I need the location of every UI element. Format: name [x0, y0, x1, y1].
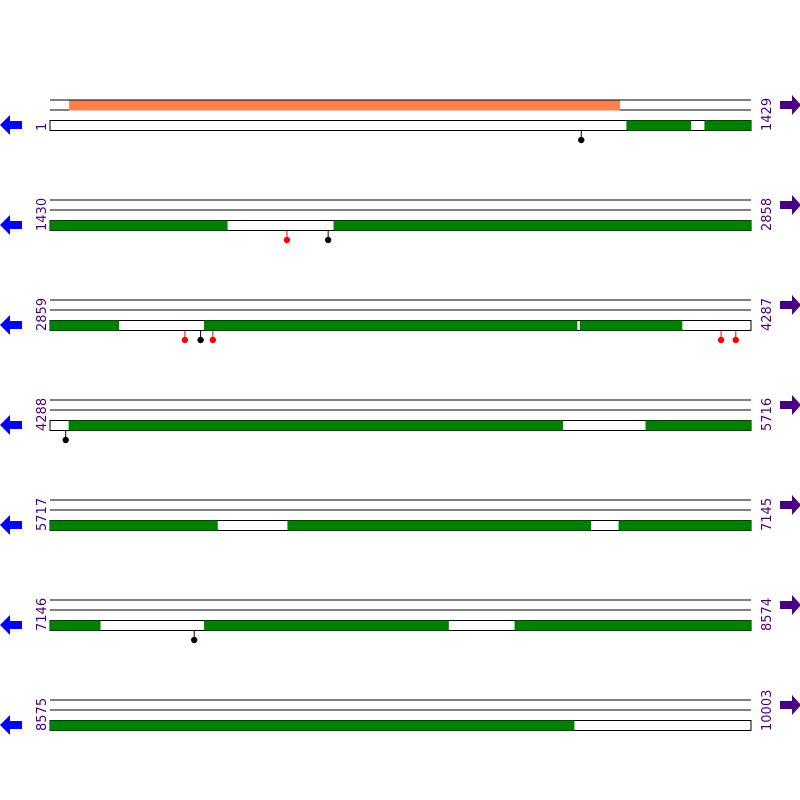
site-marker[interactable]	[324, 236, 332, 244]
arrow-right-icon[interactable]	[780, 95, 800, 115]
domain-bar	[333, 220, 751, 231]
sequence-row: 5717 7145	[0, 495, 800, 535]
arrow-left-icon[interactable]	[0, 215, 22, 235]
domain-bar	[579, 320, 683, 331]
domain-bar	[704, 120, 751, 131]
arrow-left-icon[interactable]	[0, 115, 22, 135]
end-position-label: 5716	[760, 398, 775, 431]
arrow-left-icon[interactable]	[0, 515, 22, 535]
start-position-label: 2859	[35, 298, 50, 331]
start-position-label: 8575	[35, 698, 50, 731]
end-position-label: 4287	[760, 298, 775, 331]
site-marker[interactable]	[732, 336, 739, 344]
signal-bar	[69, 100, 621, 111]
start-position-label: 7146	[35, 598, 50, 631]
arrow-right-icon[interactable]	[780, 495, 800, 515]
arrow-left-icon[interactable]	[0, 315, 22, 335]
arrow-right-icon[interactable]	[780, 195, 800, 215]
end-position-label: 8574	[760, 598, 775, 631]
end-position-label: 10003	[760, 690, 775, 731]
sequence-row: 8575 10003	[0, 690, 800, 735]
domain-bar	[50, 220, 228, 231]
sequence-row: 1430 2858	[0, 195, 800, 244]
arrow-right-icon[interactable]	[780, 395, 800, 415]
site-marker[interactable]	[62, 436, 69, 444]
domain-bar	[204, 620, 449, 631]
sequence-rows: 1 1429 1430 2858 2859 4287 4288 5716 5717 7145 714…	[0, 95, 800, 735]
end-position-label: 1429	[760, 98, 775, 131]
domain-bar	[626, 120, 692, 131]
end-position-label: 2858	[760, 198, 775, 231]
site-marker[interactable]	[181, 336, 189, 344]
domain-bar	[618, 520, 751, 531]
arrow-right-icon[interactable]	[780, 595, 800, 615]
domain-bar	[287, 520, 592, 531]
sequence-row: 4288 5716	[0, 395, 800, 444]
arrow-right-icon[interactable]	[780, 295, 800, 315]
domain-bar	[68, 420, 564, 431]
site-marker[interactable]	[283, 236, 291, 244]
site-marker[interactable]	[191, 636, 198, 644]
domain-bar	[204, 320, 578, 331]
arrow-right-icon[interactable]	[780, 695, 800, 715]
domain-bar	[645, 420, 751, 431]
start-position-label: 1430	[35, 198, 50, 231]
domain-bar	[50, 620, 101, 631]
sequence-row: 7146 8574	[0, 595, 800, 644]
domain-bar	[50, 520, 218, 531]
start-position-label: 4288	[35, 398, 50, 431]
site-marker[interactable]	[578, 136, 585, 144]
site-marker[interactable]	[717, 336, 725, 344]
start-position-label: 5717	[35, 498, 50, 531]
sequence-row: 1 1429	[0, 95, 800, 144]
site-marker[interactable]	[209, 336, 217, 344]
start-position-label: 1	[35, 123, 50, 131]
domain-bar	[50, 720, 575, 731]
arrow-left-icon[interactable]	[0, 415, 22, 435]
arrow-left-icon[interactable]	[0, 715, 22, 735]
arrow-left-icon[interactable]	[0, 615, 22, 635]
end-position-label: 7145	[760, 498, 775, 531]
sequence-row: 2859 4287	[0, 295, 800, 344]
domain-bar	[50, 320, 120, 331]
site-marker[interactable]	[197, 336, 204, 344]
domain-bar	[514, 620, 751, 631]
